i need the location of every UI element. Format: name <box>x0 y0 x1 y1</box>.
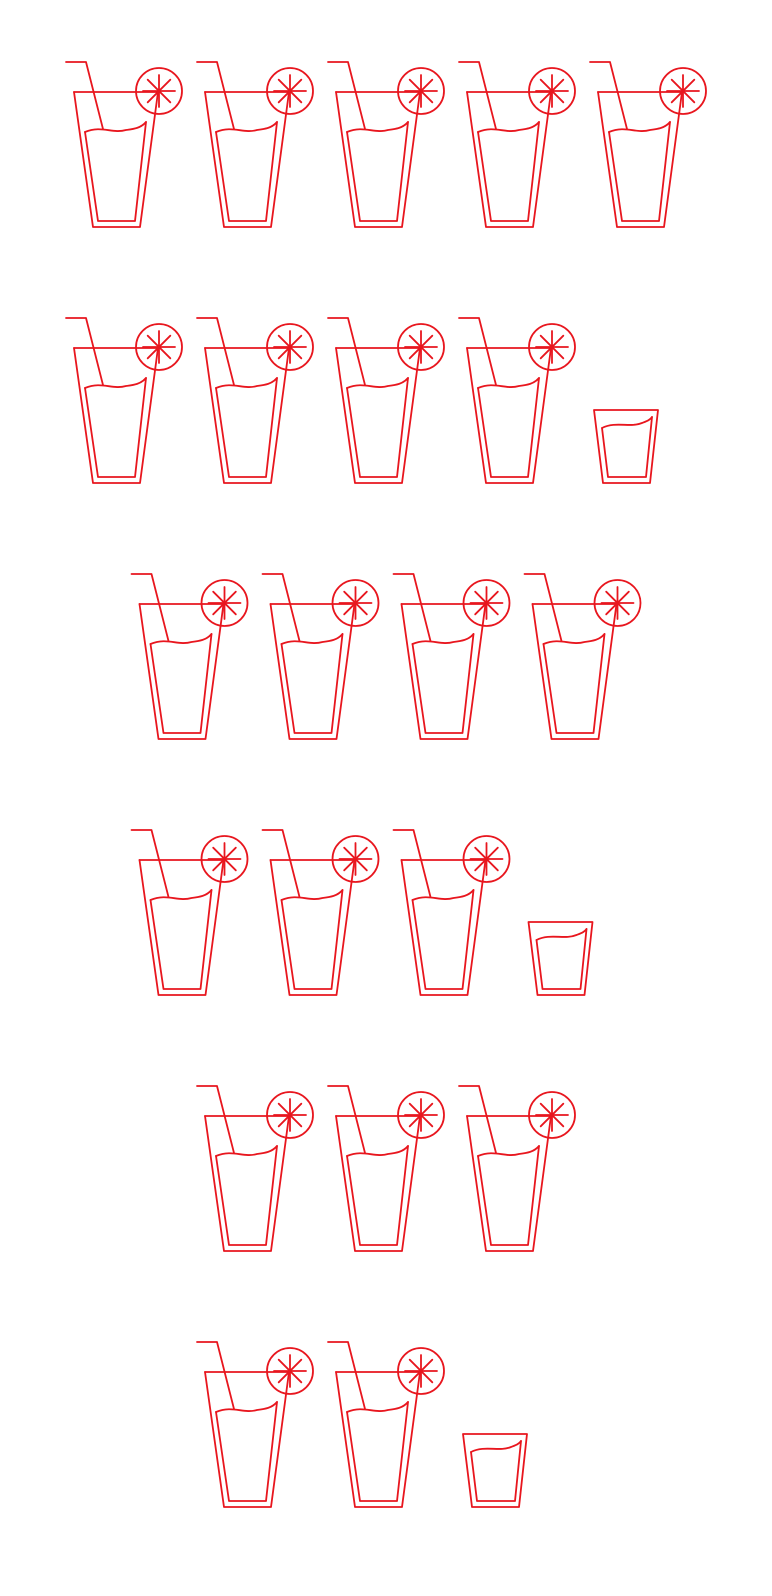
cocktail-glass-icon <box>327 61 445 228</box>
pictogram-row <box>130 829 594 996</box>
cocktail-glass-icon <box>65 317 183 484</box>
pictogram-row <box>196 1085 576 1252</box>
cocktail-glass-icon <box>392 573 511 740</box>
cocktail-glass-icon <box>327 317 445 484</box>
cocktail-glass-icon <box>261 829 380 996</box>
pictogram-row <box>65 61 707 228</box>
cocktail-glass-icon <box>261 573 380 740</box>
cocktail-glass-icon <box>196 1341 314 1508</box>
cocktail-glass-icon <box>458 61 576 228</box>
cocktail-glass-icon <box>458 1085 576 1252</box>
pictogram-row <box>65 317 659 484</box>
half-glass-icon <box>462 1433 528 1508</box>
half-glass-icon <box>527 921 594 996</box>
cocktail-glass-icon <box>327 1085 445 1252</box>
cocktail-glass-icon <box>458 317 576 484</box>
cocktail-glass-icon <box>196 1085 314 1252</box>
cocktail-glass-icon <box>196 61 314 228</box>
cocktail-glass-icon <box>392 829 511 996</box>
cocktail-glass-icon <box>130 573 249 740</box>
cocktail-glass-icon <box>130 829 249 996</box>
cocktail-glass-icon <box>65 61 183 228</box>
cocktail-glass-icon <box>589 61 707 228</box>
pictogram-row <box>196 1341 528 1508</box>
cocktail-glass-icon <box>327 1341 445 1508</box>
pictogram-row <box>130 573 642 740</box>
cocktail-glass-icon <box>523 573 642 740</box>
half-glass-icon <box>593 409 659 484</box>
cocktail-glass-icon <box>196 317 314 484</box>
